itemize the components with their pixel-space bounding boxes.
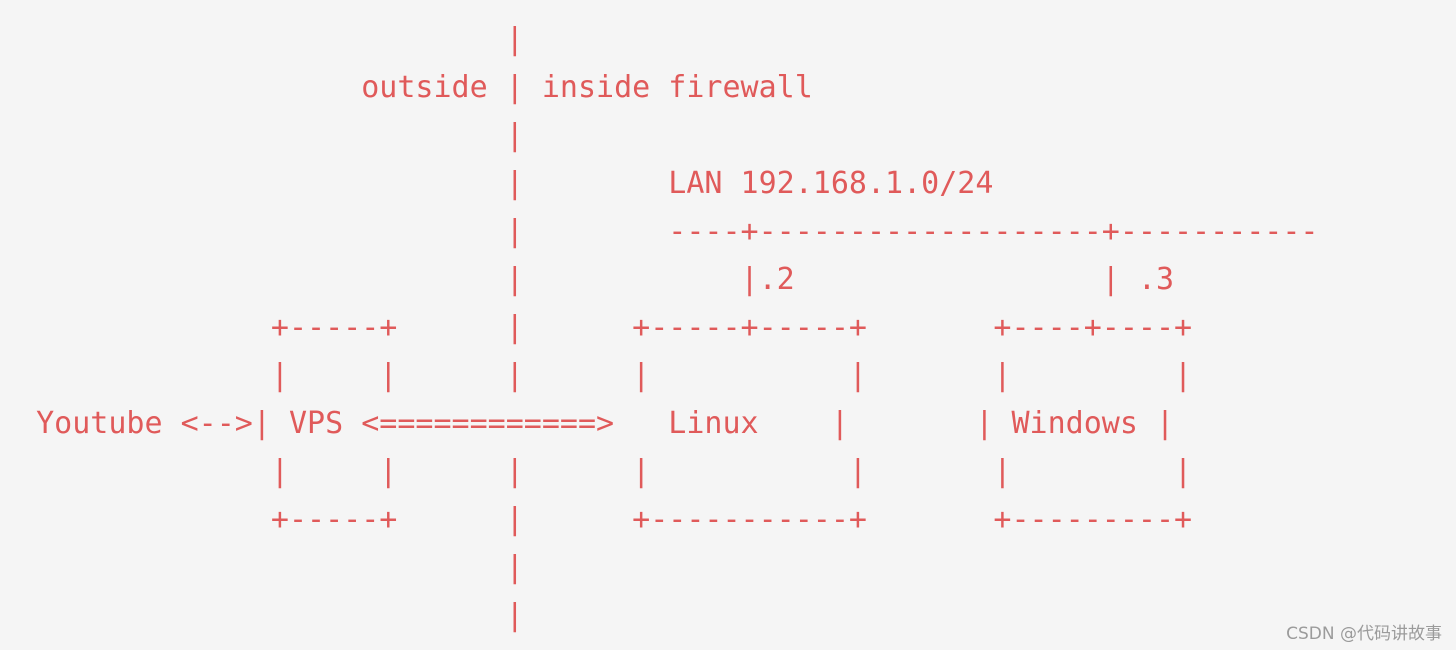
diagram-line: +-----+ | +-----+-----+ +----+----+	[0, 310, 1193, 345]
diagram-line: +-----+ | +-----------+ +---------+	[0, 502, 1193, 537]
diagram-line: Youtube <-->| VPS <============> Linux |…	[0, 406, 1174, 441]
diagram-line: | |.2 | .3	[0, 262, 1174, 297]
diagram-line: | | | | | | |	[0, 358, 1193, 393]
diagram-line: | | | | | | |	[0, 454, 1193, 489]
diagram-line: | LAN 192.168.1.0/24	[0, 166, 994, 201]
diagram-line: |	[0, 118, 524, 153]
diagram-line: |	[0, 550, 524, 585]
csdn-watermark: CSDN @代码讲故事	[1286, 624, 1442, 644]
diagram-line: | ----+-------------------+-----------	[0, 214, 1319, 249]
diagram-line: outside | inside firewall	[0, 70, 813, 105]
diagram-line: |	[0, 22, 524, 57]
diagram-line: |	[0, 598, 524, 633]
